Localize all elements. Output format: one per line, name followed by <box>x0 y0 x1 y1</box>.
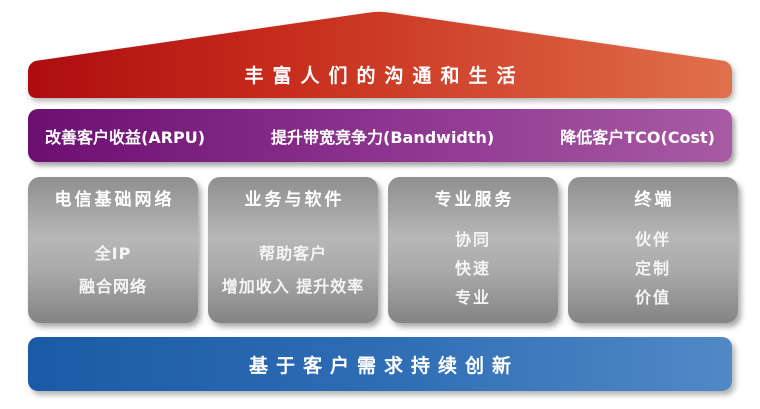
pillar-item: 融合网络 <box>78 277 147 296</box>
pillar-item: 伙伴 <box>634 230 671 249</box>
pillar-title: 电信基础网络 <box>54 190 175 210</box>
pillar-box-telecom-network: 电信基础网络 全IP 融合网络 <box>28 177 198 323</box>
pillar-item: 定制 <box>634 259 671 278</box>
pillar-item: 专业 <box>454 288 491 307</box>
pillar-item-list: 伙伴 定制 价值 <box>568 225 738 312</box>
goal-item-bandwidth: 提升带宽竞争力(Bandwidth) <box>271 127 495 147</box>
pillar-title: 业务与软件 <box>244 190 345 210</box>
pillar-item: 快速 <box>454 259 491 278</box>
pillar-item: 帮助客户 <box>258 244 327 263</box>
pillar-box-devices: 终端 伙伴 定制 价值 <box>568 177 738 323</box>
pillar-item: 全IP <box>94 244 132 263</box>
goal-item-tco: 降低客户TCO(Cost) <box>560 127 715 147</box>
pillar-item: 增加收入 提升效率 <box>221 277 365 296</box>
vision-roof-shape <box>28 11 732 98</box>
customer-goals-bar: 改善客户收益(ARPU) 提升带宽竞争力(Bandwidth) 降低客户TCO(… <box>28 109 732 162</box>
pillar-item-list: 帮助客户 增加收入 提升效率 <box>208 237 378 303</box>
pillar-box-software-services: 业务与软件 帮助客户 增加收入 提升效率 <box>208 177 378 323</box>
pillar-item: 协同 <box>454 230 491 249</box>
pillar-item-list: 全IP 融合网络 <box>28 237 198 303</box>
foundation-bar: 基于客户需求持续创新 <box>28 337 732 391</box>
goal-item-arpu: 改善客户收益(ARPU) <box>45 127 206 147</box>
pillar-box-professional-services: 专业服务 协同 快速 专业 <box>388 177 558 323</box>
pillar-item-list: 协同 快速 专业 <box>388 225 558 312</box>
pillar-title: 专业服务 <box>434 190 515 210</box>
vision-label: 丰富人们的沟通和生活 <box>244 65 525 87</box>
foundation-label: 基于客户需求持续创新 <box>248 354 519 377</box>
pillar-item: 价值 <box>634 288 671 307</box>
pillar-title: 终端 <box>634 190 675 210</box>
